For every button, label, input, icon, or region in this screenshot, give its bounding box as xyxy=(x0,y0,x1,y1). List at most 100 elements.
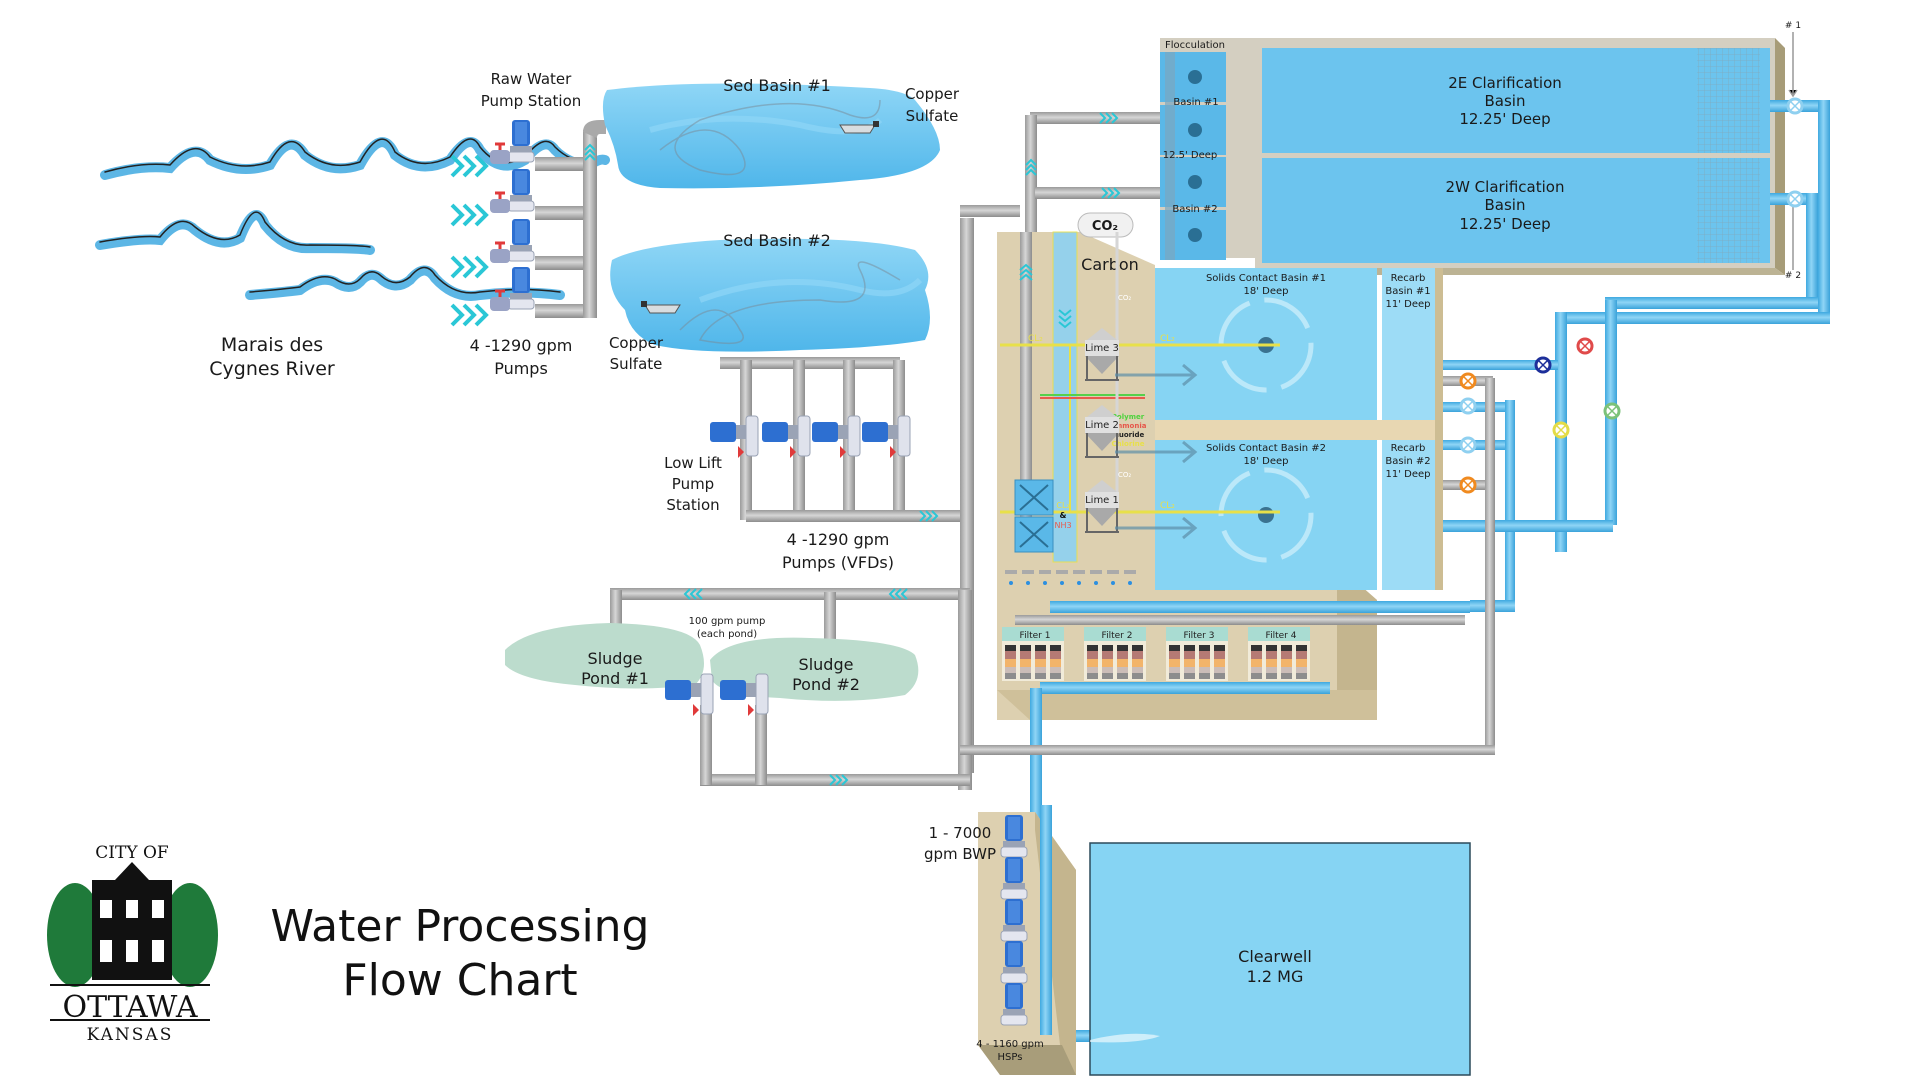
valve-handle-icon xyxy=(840,446,846,458)
sludge-pond-1[interactable] xyxy=(505,623,704,689)
solids-contact-basin-2[interactable] xyxy=(1155,440,1377,590)
valve-icon xyxy=(490,142,510,164)
low-lift-title-line2: Pump xyxy=(672,475,714,493)
sed-basin-2-label: Sed Basin #2 xyxy=(723,231,831,250)
low-lift-pumps xyxy=(710,415,911,458)
clarification-2e-line2: Basin xyxy=(1485,92,1526,110)
building-icon xyxy=(92,880,172,980)
solids-contact-1-line2: 18' Deep xyxy=(1243,286,1288,297)
gate-valve-icon[interactable] xyxy=(1786,97,1804,115)
clearwell[interactable] xyxy=(1089,842,1471,1076)
hsp-line2: HSPs xyxy=(998,1052,1023,1063)
bwp-line1: 1 - 7000 xyxy=(929,824,992,842)
gate-valve-icon[interactable] xyxy=(1552,421,1570,439)
pump-icon xyxy=(507,169,535,212)
propeller-icon xyxy=(1258,507,1274,523)
chemical-legend-item: Ammonia xyxy=(1110,422,1147,430)
recarb-basin-1[interactable] xyxy=(1382,268,1435,420)
clarification-basin-2e[interactable] xyxy=(1262,48,1770,153)
valve-handle-icon xyxy=(890,446,896,458)
title-line1: Water Processing xyxy=(270,901,650,952)
gate-valve-icon[interactable] xyxy=(1459,476,1477,494)
backwash-drips xyxy=(1005,570,1136,585)
co2-label-2: CO₂ xyxy=(1118,471,1131,479)
raw-pump-caption-line2: Pumps xyxy=(494,359,548,378)
pipe-valves xyxy=(1459,97,1804,494)
gate-valve-icon[interactable] xyxy=(1459,397,1477,415)
lime-silo-icon: Lime 2 xyxy=(1085,405,1119,458)
boat-icon xyxy=(641,301,681,314)
gate-valve-icon[interactable] xyxy=(1459,372,1477,390)
pump-icon xyxy=(1000,941,1028,984)
filter-unit[interactable]: Filter 4 xyxy=(1248,627,1310,681)
cl2-label: CL₂ xyxy=(1028,334,1043,344)
flow-arrow-icon xyxy=(450,255,489,279)
recarb-2-line2: Basin #2 xyxy=(1385,456,1430,467)
flocculation-depth: 12.5' Deep xyxy=(1163,150,1218,161)
valve-handle-icon xyxy=(748,704,754,716)
sludge-pump-label-line2: (each pond) xyxy=(697,629,757,640)
pump-icon xyxy=(507,219,535,262)
recarb-basin-2[interactable] xyxy=(1382,440,1435,590)
filter-unit[interactable]: Filter 3 xyxy=(1166,627,1228,681)
gate-valve-icon[interactable] xyxy=(1786,190,1804,208)
pump-icon xyxy=(1000,857,1028,900)
river-label-line1: Marais des xyxy=(221,334,323,356)
hsp-line1: 4 - 1160 gpm xyxy=(976,1039,1043,1050)
river-label-line2: Cygnes River xyxy=(209,358,335,380)
carbon-label: Carbon xyxy=(1081,255,1139,274)
bwp-line2: gpm BWP xyxy=(924,845,996,863)
valve-handle-icon xyxy=(693,704,699,716)
valve-icon xyxy=(490,241,510,263)
spray-nozzle-icon xyxy=(1107,570,1119,585)
intake-flow-arrows xyxy=(450,154,489,327)
outlet-marker-arrows xyxy=(1788,32,1798,270)
solids-contact-1-line1: Solids Contact Basin #1 xyxy=(1206,273,1326,284)
lime-silo-label: Lime 2 xyxy=(1085,420,1119,431)
clarification-basin-2w[interactable] xyxy=(1262,158,1770,263)
flocculation-basins[interactable] xyxy=(1160,38,1255,260)
filter-label: Filter 4 xyxy=(1266,631,1297,641)
chemical-legend-item: Fluoride xyxy=(1112,431,1145,439)
filter-unit[interactable]: Filter 2 xyxy=(1084,627,1146,681)
gate-valve-icon[interactable] xyxy=(1459,436,1477,454)
pump-icon xyxy=(665,673,714,716)
sludge-pond-1-line1: Sludge xyxy=(588,649,643,668)
sed-basin-1[interactable] xyxy=(602,83,940,189)
basin-divider xyxy=(1155,420,1440,440)
sed-basin-2[interactable] xyxy=(610,238,930,352)
logo-kansas: KANSAS xyxy=(87,1025,174,1045)
co2-tank[interactable] xyxy=(1077,212,1134,238)
tree-icon xyxy=(162,883,218,987)
pump-icon xyxy=(862,415,911,458)
spray-nozzle-icon xyxy=(1005,570,1017,585)
cl2-nh3-line1: CL₂ xyxy=(1056,501,1069,510)
solids-contact-2-line1: Solids Contact Basin #2 xyxy=(1206,443,1326,454)
filter-unit[interactable]: Filter 1 xyxy=(1002,627,1064,681)
spray-nozzle-icon xyxy=(1090,570,1102,585)
mixer-icon xyxy=(1188,123,1202,137)
raw-to-floc-piping xyxy=(960,112,1160,235)
mixer-icon xyxy=(1188,175,1202,189)
filter-label: Filter 1 xyxy=(1020,631,1051,641)
valve-icon xyxy=(490,289,510,311)
lime-silo-label: Lime 1 xyxy=(1085,495,1119,506)
sludge-pumps xyxy=(665,673,769,716)
sed-basin-1-label: Sed Basin #1 xyxy=(723,76,831,95)
clarification-2w-line1: 2W Clarification xyxy=(1446,178,1565,196)
solids-contact-2-line2: 18' Deep xyxy=(1243,456,1288,467)
gate-valve-icon[interactable] xyxy=(1603,402,1621,420)
cl2-label-basin2: CL₂ xyxy=(1160,501,1175,511)
gate-valve-icon[interactable] xyxy=(1534,356,1552,374)
logo-ottawa: OTTAWA xyxy=(63,990,198,1025)
spray-nozzle-icon xyxy=(1022,570,1034,585)
mixer-icon xyxy=(1188,70,1202,84)
river-waves xyxy=(95,137,610,301)
flocculation-basin2: Basin #2 xyxy=(1172,204,1217,215)
sludge-piping xyxy=(610,588,972,790)
gate-valve-icon[interactable] xyxy=(1576,337,1594,355)
sludge-pump-label-line1: 100 gpm pump xyxy=(689,616,766,627)
pump-icon xyxy=(710,415,759,458)
cl2-label-basin1: CL₂ xyxy=(1160,334,1175,344)
